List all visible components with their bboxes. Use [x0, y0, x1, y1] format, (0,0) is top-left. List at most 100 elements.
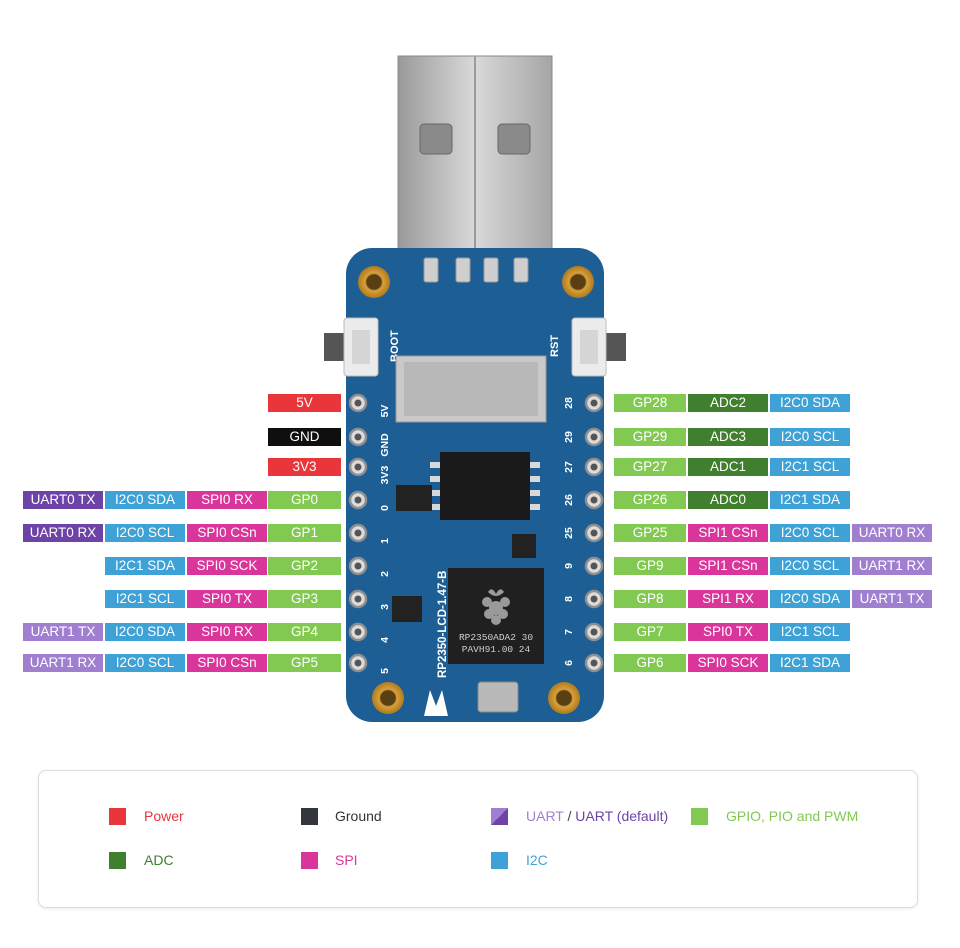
- func-label-gp4-2: UART1 TX: [23, 623, 103, 641]
- pin-label-gp1: GP1: [268, 524, 341, 542]
- gpio-swatch: [691, 808, 708, 825]
- func-label-gp1-0: SPI0 CSn: [187, 524, 267, 542]
- func-label-gp3-1: I2C1 SCL: [105, 590, 185, 608]
- silk-right-pin-number: 7: [563, 629, 575, 635]
- func-label-gp0-0: SPI0 RX: [187, 491, 267, 509]
- silk-left-pin-number: 3: [379, 604, 391, 610]
- pin-label-5v: 5V: [268, 394, 341, 412]
- silk-left-pin-number: 5: [379, 668, 391, 674]
- func-label-gp5-2: UART1 RX: [23, 654, 103, 672]
- silk-left-pin-number: 3V3: [379, 466, 391, 485]
- func-label-gp25-2: UART0 RX: [852, 524, 932, 542]
- pin-label-gp26: GP26: [614, 491, 686, 509]
- func-label-gp27-1: I2C1 SCL: [770, 458, 850, 476]
- pin-label-gp28: GP28: [614, 394, 686, 412]
- left-header-pin-hole: [354, 628, 362, 636]
- func-label-gp1-2: UART0 RX: [23, 524, 103, 542]
- pin-label-gp8: GP8: [614, 590, 686, 608]
- legend-ground: Ground: [335, 808, 382, 824]
- func-label-gp2-1: I2C1 SDA: [105, 557, 185, 575]
- right-header-pin-hole: [590, 496, 598, 504]
- right-header-pin-hole: [590, 562, 598, 570]
- func-label-gp9-1: I2C0 SCL: [770, 557, 850, 575]
- func-label-gp28-0: ADC2: [688, 394, 768, 412]
- crystal: [477, 681, 519, 713]
- mounting-hole: [358, 266, 594, 714]
- silk-right-pin-number: 6: [563, 660, 575, 666]
- pin-label-gp4: GP4: [268, 623, 341, 641]
- silk-right-pin-number: 25: [563, 527, 575, 539]
- func-label-gp29-1: I2C0 SCL: [770, 428, 850, 446]
- pin-label-gp3: GP3: [268, 590, 341, 608]
- func-label-gp27-0: ADC1: [688, 458, 768, 476]
- adc-swatch: [109, 852, 126, 869]
- func-label-gp8-1: I2C0 SDA: [770, 590, 850, 608]
- func-label-gp5-1: I2C0 SCL: [105, 654, 185, 672]
- silk-left-pin-number: 4: [379, 637, 391, 643]
- func-label-gp9-2: UART1 RX: [852, 557, 932, 575]
- pin-label-3v3: 3V3: [268, 458, 341, 476]
- legend-gpio: GPIO, PIO and PWM: [726, 808, 859, 824]
- silk-right-pin-number: 27: [563, 461, 575, 473]
- boot-silk: BOOT: [389, 330, 401, 362]
- ground-swatch: [301, 808, 318, 825]
- pin-label-gp9: GP9: [614, 557, 686, 575]
- spi-swatch: [301, 852, 318, 869]
- func-label-gp7-1: I2C1 SCL: [770, 623, 850, 641]
- right-header-pin-hole: [590, 399, 598, 407]
- right-header-pin-hole: [590, 659, 598, 667]
- left-header-pin-hole: [354, 562, 362, 570]
- rst-silk: RST: [549, 335, 561, 357]
- left-header-pin-hole: [354, 496, 362, 504]
- silk-left-pin-number: 5V: [379, 405, 391, 418]
- legend: Power Ground UART / UART (default) GPIO,…: [38, 770, 918, 908]
- pin-label-gp7: GP7: [614, 623, 686, 641]
- legend-uart-line: UART / UART (default): [526, 808, 668, 825]
- board-illustration: BOOT RST RP2350ADA2 30 PAVH91.00 24 RP23…: [324, 55, 626, 722]
- pin-label-gp29: GP29: [614, 428, 686, 446]
- legend-uart: UART: [526, 808, 564, 824]
- flash-chip: [430, 452, 540, 520]
- pin-label-gp25: GP25: [614, 524, 686, 542]
- silk-right-pin-number: 9: [563, 563, 575, 569]
- func-label-gp25-1: I2C0 SCL: [770, 524, 850, 542]
- silk-left-pin-number: 2: [379, 571, 391, 577]
- model-silk: RP2350-LCD-1.47-B: [437, 571, 449, 678]
- func-label-gp0-1: I2C0 SDA: [105, 491, 185, 509]
- legend-power: Power: [144, 808, 184, 824]
- raspberry-logo-icon: [482, 589, 510, 625]
- right-header-pin-hole: [590, 628, 598, 636]
- left-header-pin-hole: [354, 463, 362, 471]
- right-header-pin-hole: [590, 463, 598, 471]
- usb-connector: [397, 55, 553, 257]
- func-label-gp6-1: I2C1 SDA: [770, 654, 850, 672]
- pin-label-gnd: GND: [268, 428, 341, 446]
- legend-i2c: I2C: [526, 852, 548, 868]
- boot-button[interactable]: [324, 317, 379, 377]
- pin-label-gp27: GP27: [614, 458, 686, 476]
- silk-right-pin-number: 29: [563, 431, 575, 443]
- func-label-gp1-1: I2C0 SCL: [105, 524, 185, 542]
- silk-right-pin-number: 8: [563, 596, 575, 602]
- mcu-chip: RP2350ADA2 30 PAVH91.00 24: [448, 568, 544, 664]
- legend-uart-sep: /: [563, 808, 576, 824]
- func-label-gp7-0: SPI0 TX: [688, 623, 768, 641]
- func-label-gp26-0: ADC0: [688, 491, 768, 509]
- rst-button[interactable]: [571, 317, 626, 377]
- func-label-gp4-1: I2C0 SDA: [105, 623, 185, 641]
- func-label-gp9-0: SPI1 CSn: [688, 557, 768, 575]
- func-label-gp8-0: SPI1 RX: [688, 590, 768, 608]
- func-label-gp25-0: SPI1 CSn: [688, 524, 768, 542]
- pin-label-gp5: GP5: [268, 654, 341, 672]
- silk-right-pin-number: 28: [563, 397, 575, 409]
- power-swatch: [109, 808, 126, 825]
- func-label-gp8-2: UART1 TX: [852, 590, 932, 608]
- left-header-pin-hole: [354, 595, 362, 603]
- func-label-gp5-0: SPI0 CSn: [187, 654, 267, 672]
- func-label-gp4-0: SPI0 RX: [187, 623, 267, 641]
- func-label-gp2-0: SPI0 SCK: [187, 557, 267, 575]
- right-header-pin-hole: [590, 595, 598, 603]
- left-header-pin-hole: [354, 399, 362, 407]
- func-label-gp28-1: I2C0 SDA: [770, 394, 850, 412]
- func-label-gp6-0: SPI0 SCK: [688, 654, 768, 672]
